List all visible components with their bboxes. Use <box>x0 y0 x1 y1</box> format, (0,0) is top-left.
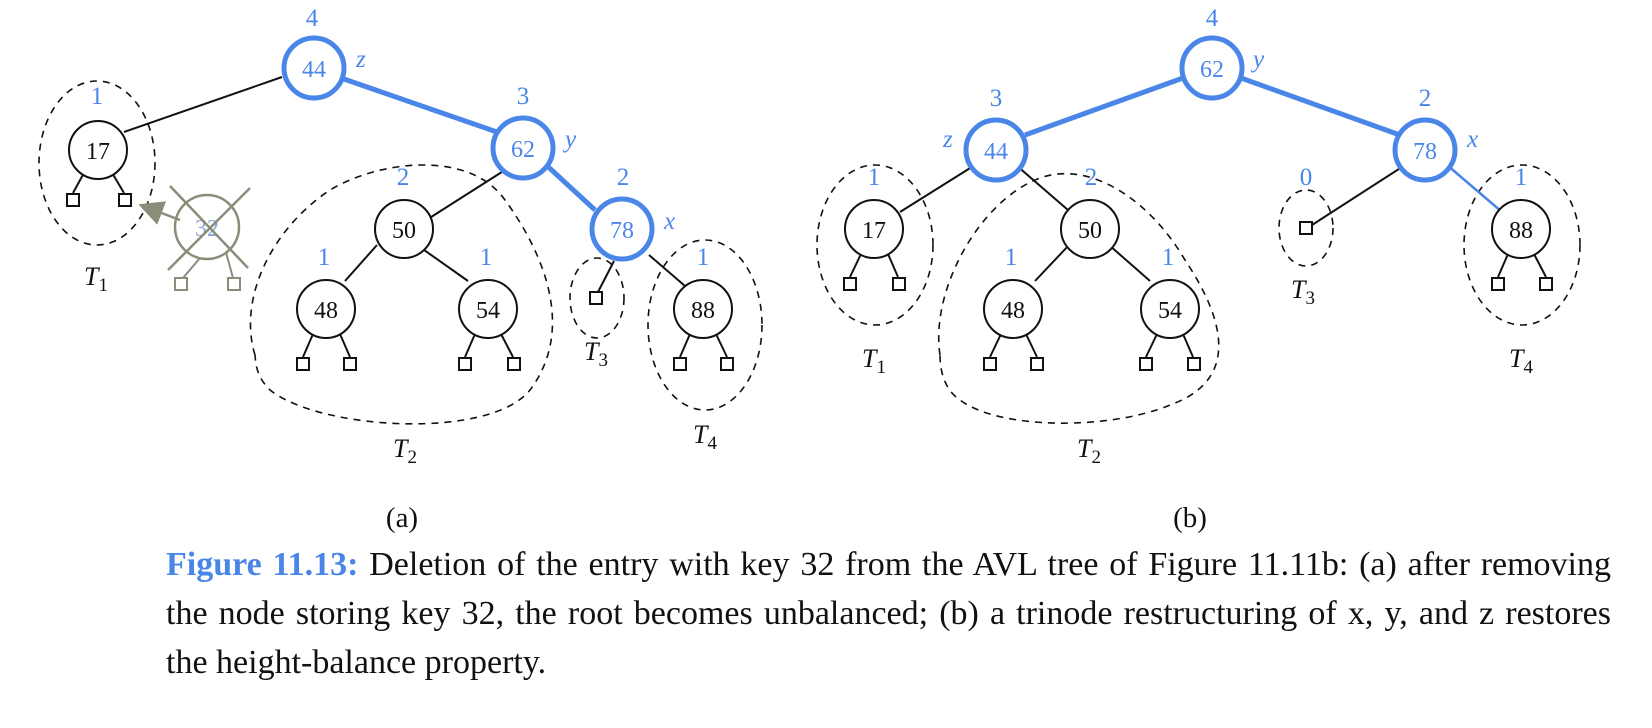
svg-text:50: 50 <box>1078 218 1102 244</box>
panel-label-a: (a) <box>386 502 418 534</box>
leaf-a-3 <box>296 357 310 371</box>
node-b-78: 78 2 x <box>1392 85 1478 183</box>
subtree-label-t3-a: T3 <box>584 337 608 371</box>
leaf-a-6 <box>507 357 521 371</box>
leaf-a-7 <box>589 291 603 305</box>
role-label: x <box>1466 126 1478 153</box>
leaf-b-4 <box>1030 357 1044 371</box>
subtree-label-t4-a: T4 <box>693 420 717 454</box>
leaf-a-8 <box>673 357 687 371</box>
height-label: 2 <box>397 164 410 191</box>
leaf-b-2 <box>892 277 906 291</box>
subtree-t3-outline-a <box>569 257 625 339</box>
svg-text:54: 54 <box>1158 298 1182 324</box>
height-label: 1 <box>1515 164 1528 191</box>
svg-text:48: 48 <box>1001 298 1025 324</box>
height-label: 1 <box>480 244 493 271</box>
role-label: x <box>663 208 675 235</box>
subtree-label-t3-b: T3 <box>1291 275 1315 309</box>
height-label: 4 <box>1206 5 1219 32</box>
avl-deletion-diagram: 32 44 4 z 17 1 62 3 y 50 2 <box>38 5 1581 534</box>
role-label: z <box>355 46 366 73</box>
subtree-label-t2-b: T2 <box>1077 434 1101 468</box>
svg-text:50: 50 <box>392 218 416 244</box>
edges-b <box>849 75 1547 358</box>
subtree-t4-outline-a <box>647 239 763 411</box>
height-label: 1 <box>91 83 104 110</box>
node-b-50: 50 2 <box>1060 164 1120 259</box>
removed-node-32: 32 <box>138 185 251 291</box>
node-a-50: 50 2 <box>374 164 434 259</box>
svg-text:54: 54 <box>476 298 500 324</box>
caption-text: Deletion of the entry with key 32 from t… <box>166 546 1612 681</box>
node-a-17: 17 1 <box>68 83 128 180</box>
node-b-48: 48 1 <box>983 244 1043 339</box>
height-label: 1 <box>1162 244 1175 271</box>
svg-text:62: 62 <box>511 137 535 163</box>
height-label: 1 <box>697 244 710 271</box>
subtree-label-t2-a: T2 <box>393 434 417 468</box>
leaf-a-1 <box>66 193 80 207</box>
empty-leaf-height: 0 <box>1300 164 1313 191</box>
leaf-a-2 <box>118 193 132 207</box>
panel-label-b: (b) <box>1173 502 1207 534</box>
figure-label: Figure 11.13: <box>166 546 359 583</box>
node-b-17: 17 1 <box>844 164 904 259</box>
subtree-t1-outline-b <box>816 164 934 326</box>
node-b-88: 88 1 <box>1491 164 1551 259</box>
leaf-b-6 <box>1187 357 1201 371</box>
height-label: 3 <box>990 85 1003 112</box>
subtree-t3-outline-b <box>1278 189 1334 267</box>
role-label: z <box>942 126 953 153</box>
leaf-b-1 <box>843 277 857 291</box>
subtree-label-t1-b: T1 <box>862 344 886 378</box>
svg-text:17: 17 <box>862 218 886 244</box>
height-label: 3 <box>517 83 530 110</box>
node-a-54: 54 1 <box>458 244 518 339</box>
leaf-a-4 <box>343 357 357 371</box>
node-a-88: 88 1 <box>673 244 733 339</box>
svg-text:78: 78 <box>610 218 634 244</box>
role-label: y <box>1250 46 1265 73</box>
leaf-b-5 <box>1139 357 1153 371</box>
leaf-b-9 <box>1539 277 1553 291</box>
subtree-label-t4-b: T4 <box>1509 344 1533 378</box>
height-label: 1 <box>1005 244 1018 271</box>
node-b-62: 62 4 y <box>1179 5 1265 101</box>
leaf-a-9 <box>720 357 734 371</box>
height-label: 1 <box>318 244 331 271</box>
figure-caption: Figure 11.13: Deletion of the entry with… <box>166 540 1611 687</box>
svg-text:88: 88 <box>691 298 715 324</box>
node-a-44: 44 4 z <box>281 5 366 101</box>
leaf-b-8 <box>1491 277 1505 291</box>
svg-text:48: 48 <box>314 298 338 324</box>
node-a-62: 62 3 y <box>490 83 577 181</box>
svg-text:62: 62 <box>1200 57 1224 83</box>
removed-arrow <box>138 201 181 225</box>
subtree-t4-outline-b <box>1463 164 1581 326</box>
height-label: 2 <box>1419 85 1432 112</box>
height-label: 1 <box>868 164 881 191</box>
leaf-b-7 <box>1299 221 1313 235</box>
height-label: 4 <box>306 5 319 32</box>
subtree-t1-outline-a <box>38 80 156 246</box>
svg-text:17: 17 <box>86 139 110 165</box>
panel-b: 0 62 4 y 44 3 z 78 2 x 17 1 50 2 <box>816 5 1581 534</box>
node-b-44: 44 3 z <box>942 85 1029 183</box>
svg-text:44: 44 <box>984 139 1008 165</box>
svg-text:44: 44 <box>302 57 326 83</box>
role-label: y <box>562 126 577 153</box>
subtree-t2-outline-a <box>249 164 554 425</box>
leaf-a-5 <box>458 357 472 371</box>
node-a-78: 78 2 x <box>589 164 675 262</box>
height-label: 2 <box>1085 164 1098 191</box>
svg-text:88: 88 <box>1509 218 1533 244</box>
node-b-54: 54 1 <box>1140 244 1200 339</box>
svg-text:78: 78 <box>1413 139 1437 165</box>
node-a-48: 48 1 <box>296 244 356 339</box>
height-label: 2 <box>617 164 630 191</box>
panel-a: 32 44 4 z 17 1 62 3 y 50 2 <box>38 5 763 534</box>
leaf-b-3 <box>983 357 997 371</box>
subtree-label-t1-a: T1 <box>84 262 108 296</box>
